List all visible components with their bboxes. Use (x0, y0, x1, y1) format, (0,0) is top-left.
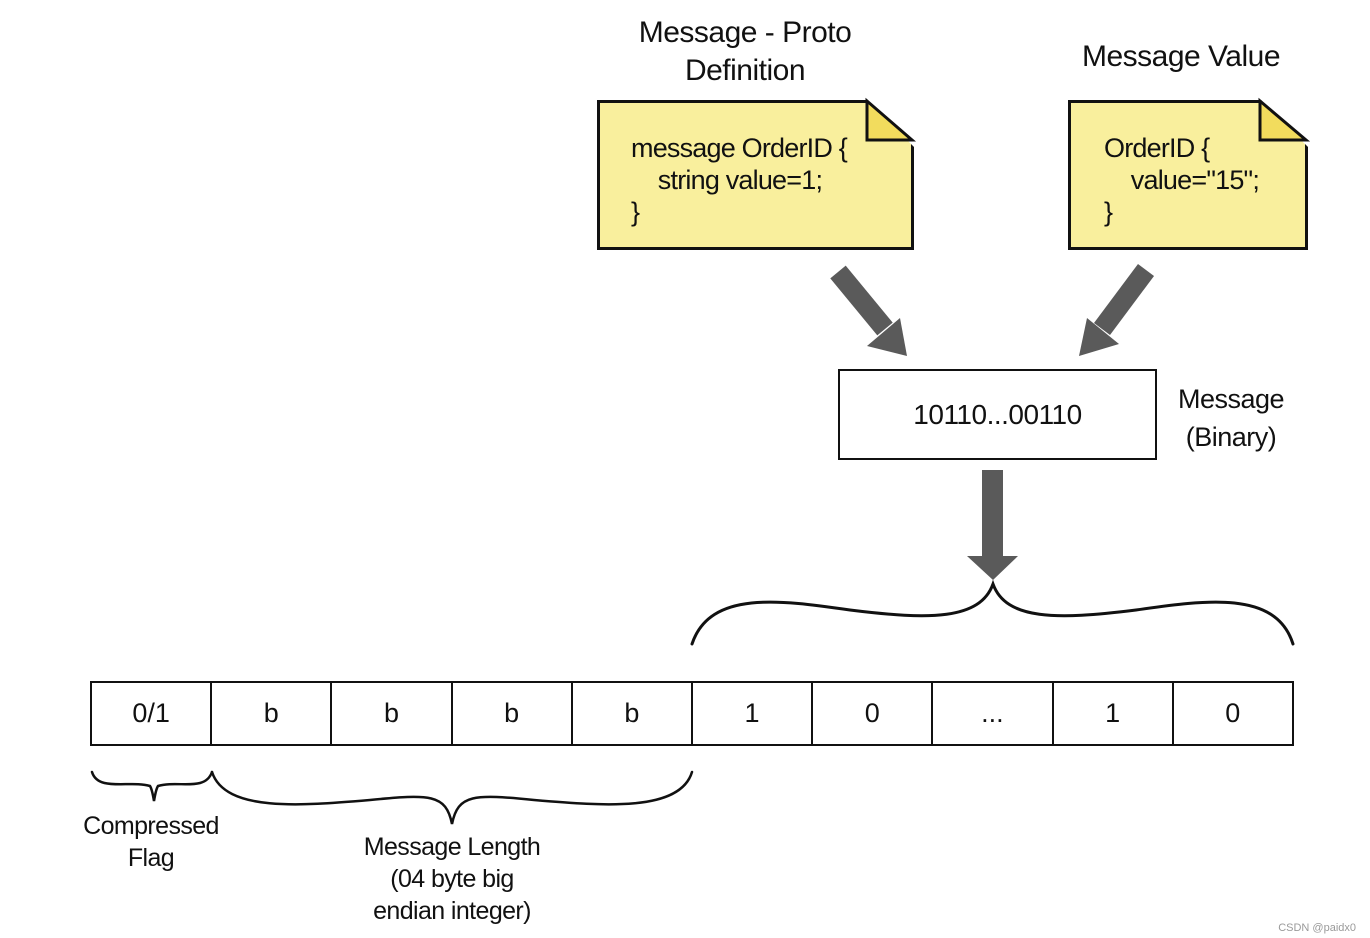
message-bits-brace-icon (690, 579, 1295, 646)
compressed-flag-brace-icon (90, 770, 214, 802)
compressed-flag-label: Compressed Flag (78, 810, 224, 874)
proto-definition-code: message OrderID { string value=1; } (631, 133, 848, 227)
frame-cell-ellipsis: ... (933, 683, 1054, 744)
proto-definition-title: Message - Proto Definition (600, 14, 890, 90)
frame-cell-length-byte: b (453, 683, 573, 744)
binary-label-line-2: (Binary) (1185, 422, 1277, 452)
message-length-label: Message Length (04 byte big endian integ… (352, 831, 552, 927)
arrow-down-icon (967, 470, 1018, 580)
frame-cell-message-bit: 1 (1054, 683, 1174, 744)
frame-cell-message-bit: 0 (813, 683, 934, 744)
message-length-line-1: Message Length (363, 833, 541, 861)
watermark: CSDN @paidx0 (1278, 922, 1356, 934)
arrow-down-right-icon (830, 265, 907, 356)
arrow-down-left-icon (1079, 264, 1155, 356)
message-value-title-text: Message Value (1081, 40, 1281, 73)
compressed-flag-line-1: Compressed (83, 812, 219, 840)
frame-cell-length-byte: b (212, 683, 333, 744)
frame-cell-message-bit: 0 (1174, 683, 1294, 744)
frame-cell-length-byte: b (332, 683, 453, 744)
binary-message-label: Message (Binary) (1166, 380, 1296, 456)
proto-title-line-1: Message - Proto (638, 16, 852, 49)
message-value-code: OrderID { value="15"; } (1104, 133, 1260, 227)
message-length-line-3: endian integer) (373, 897, 531, 925)
binary-message-text: 10110...00110 (913, 398, 1082, 430)
message-length-line-2: (04 byte big (390, 865, 514, 893)
frame-cell-length-byte: b (573, 683, 693, 744)
compressed-flag-line-2: Flag (127, 844, 175, 872)
message-length-brace-icon (210, 770, 694, 825)
binary-label-line-1: Message (1177, 384, 1285, 414)
binary-message-box: 10110...00110 (838, 369, 1157, 460)
frame-cell-compressed-flag: 0/1 (92, 683, 213, 744)
proto-title-line-2: Definition (684, 54, 806, 87)
message-frame: 0/1 b b b b 1 0 ... 1 0 (90, 681, 1294, 746)
proto-definition-note (597, 100, 914, 250)
message-value-title: Message Value (1070, 38, 1292, 76)
frame-cell-message-bit: 1 (693, 683, 814, 744)
